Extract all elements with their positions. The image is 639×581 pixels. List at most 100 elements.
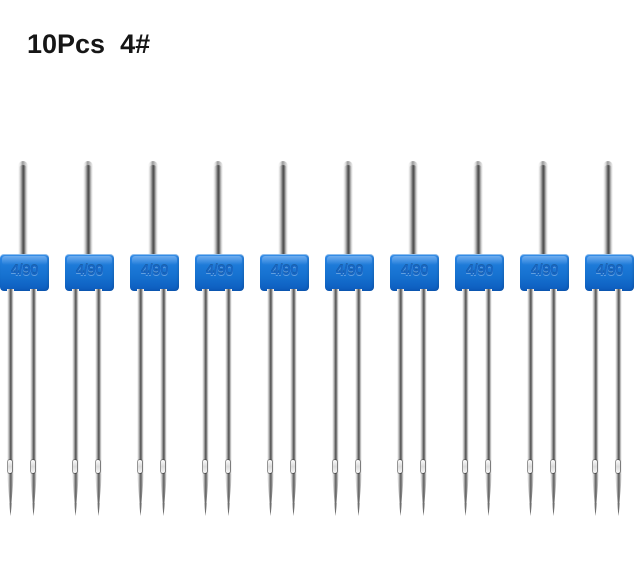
needle-point-left (529, 503, 532, 516)
needle-eye-right (31, 460, 35, 473)
needle-pin-right (550, 289, 557, 474)
needle-point-left (74, 503, 77, 516)
needle-size-label: 4/90 (465, 262, 494, 279)
needle-pin-right (160, 289, 167, 474)
twin-needle-10: 4/90 (585, 0, 639, 581)
needle-taper-right (355, 474, 362, 504)
needle-taper-right (615, 474, 622, 504)
needle-taper-right (160, 474, 167, 504)
needle-taper-left (137, 474, 144, 504)
needle-eye-left (593, 460, 597, 473)
needle-plastic-block: 4/90 (0, 254, 49, 291)
needle-point-left (139, 503, 142, 516)
needle-pin-left (137, 289, 144, 474)
needle-point-left (9, 503, 12, 516)
needle-taper-right (95, 474, 102, 504)
needle-point-right (422, 503, 425, 516)
needle-point-right (357, 503, 360, 516)
needle-eye-left (463, 460, 467, 473)
needle-eye-right (616, 460, 620, 473)
needle-shank (148, 165, 158, 257)
needle-taper-right (420, 474, 427, 504)
needle-taper-left (267, 474, 274, 504)
needle-size-label: 4/90 (335, 262, 364, 279)
needle-plastic-block: 4/90 (260, 254, 309, 291)
needle-taper-left (397, 474, 404, 504)
needle-taper-left (7, 474, 14, 504)
needle-plastic-block: 4/90 (130, 254, 179, 291)
needle-point-right (32, 503, 35, 516)
needle-pin-left (7, 289, 14, 474)
needle-pin-left (267, 289, 274, 474)
needle-taper-left (332, 474, 339, 504)
needle-taper-left (202, 474, 209, 504)
needle-eye-right (96, 460, 100, 473)
needle-pin-left (397, 289, 404, 474)
needle-eye-right (161, 460, 165, 473)
needle-size-label: 4/90 (595, 262, 624, 279)
needle-eye-right (486, 460, 490, 473)
twin-needle-8: 4/90 (455, 0, 519, 581)
needle-point-left (399, 503, 402, 516)
needle-eye-left (268, 460, 272, 473)
needle-shank (473, 165, 483, 257)
needle-pin-right (355, 289, 362, 474)
needle-point-right (617, 503, 620, 516)
needle-size-label: 4/90 (75, 262, 104, 279)
needle-size-label: 4/90 (400, 262, 429, 279)
needle-pin-left (462, 289, 469, 474)
needle-taper-right (225, 474, 232, 504)
needle-eye-left (333, 460, 337, 473)
needle-shank (538, 165, 548, 257)
needle-eye-right (421, 460, 425, 473)
needle-point-right (97, 503, 100, 516)
needle-eye-left (73, 460, 77, 473)
needle-eye-right (226, 460, 230, 473)
needle-pin-right (290, 289, 297, 474)
needle-point-right (162, 503, 165, 516)
needle-shank (408, 165, 418, 257)
needle-pin-right (30, 289, 37, 474)
twin-needle-9: 4/90 (520, 0, 584, 581)
needle-plastic-block: 4/90 (585, 254, 634, 291)
needle-eye-right (551, 460, 555, 473)
needle-point-left (464, 503, 467, 516)
needle-pin-left (202, 289, 209, 474)
needle-size-label: 4/90 (205, 262, 234, 279)
needle-point-right (552, 503, 555, 516)
needle-eye-left (203, 460, 207, 473)
twin-needle-2: 4/90 (65, 0, 129, 581)
needle-pin-right (615, 289, 622, 474)
needle-taper-right (290, 474, 297, 504)
needle-pin-left (72, 289, 79, 474)
needle-plastic-block: 4/90 (390, 254, 439, 291)
needle-pin-left (527, 289, 534, 474)
needle-shank (83, 165, 93, 257)
needle-point-right (227, 503, 230, 516)
needle-pin-left (592, 289, 599, 474)
needle-plastic-block: 4/90 (65, 254, 114, 291)
needle-taper-left (462, 474, 469, 504)
needle-shank (213, 165, 223, 257)
needle-eye-right (291, 460, 295, 473)
needle-point-left (594, 503, 597, 516)
needle-shank (603, 165, 613, 257)
needle-plastic-block: 4/90 (325, 254, 374, 291)
needle-eye-left (138, 460, 142, 473)
needle-taper-left (527, 474, 534, 504)
needle-eye-left (398, 460, 402, 473)
needle-point-right (487, 503, 490, 516)
needle-point-left (269, 503, 272, 516)
twin-needle-3: 4/90 (130, 0, 194, 581)
needle-shank (18, 165, 28, 257)
needle-size-label: 4/90 (140, 262, 169, 279)
needle-plastic-block: 4/90 (520, 254, 569, 291)
needle-taper-right (485, 474, 492, 504)
needle-point-left (334, 503, 337, 516)
needle-taper-right (30, 474, 37, 504)
needle-taper-left (592, 474, 599, 504)
needle-shank (278, 165, 288, 257)
twin-needle-7: 4/90 (390, 0, 454, 581)
needle-pin-right (95, 289, 102, 474)
